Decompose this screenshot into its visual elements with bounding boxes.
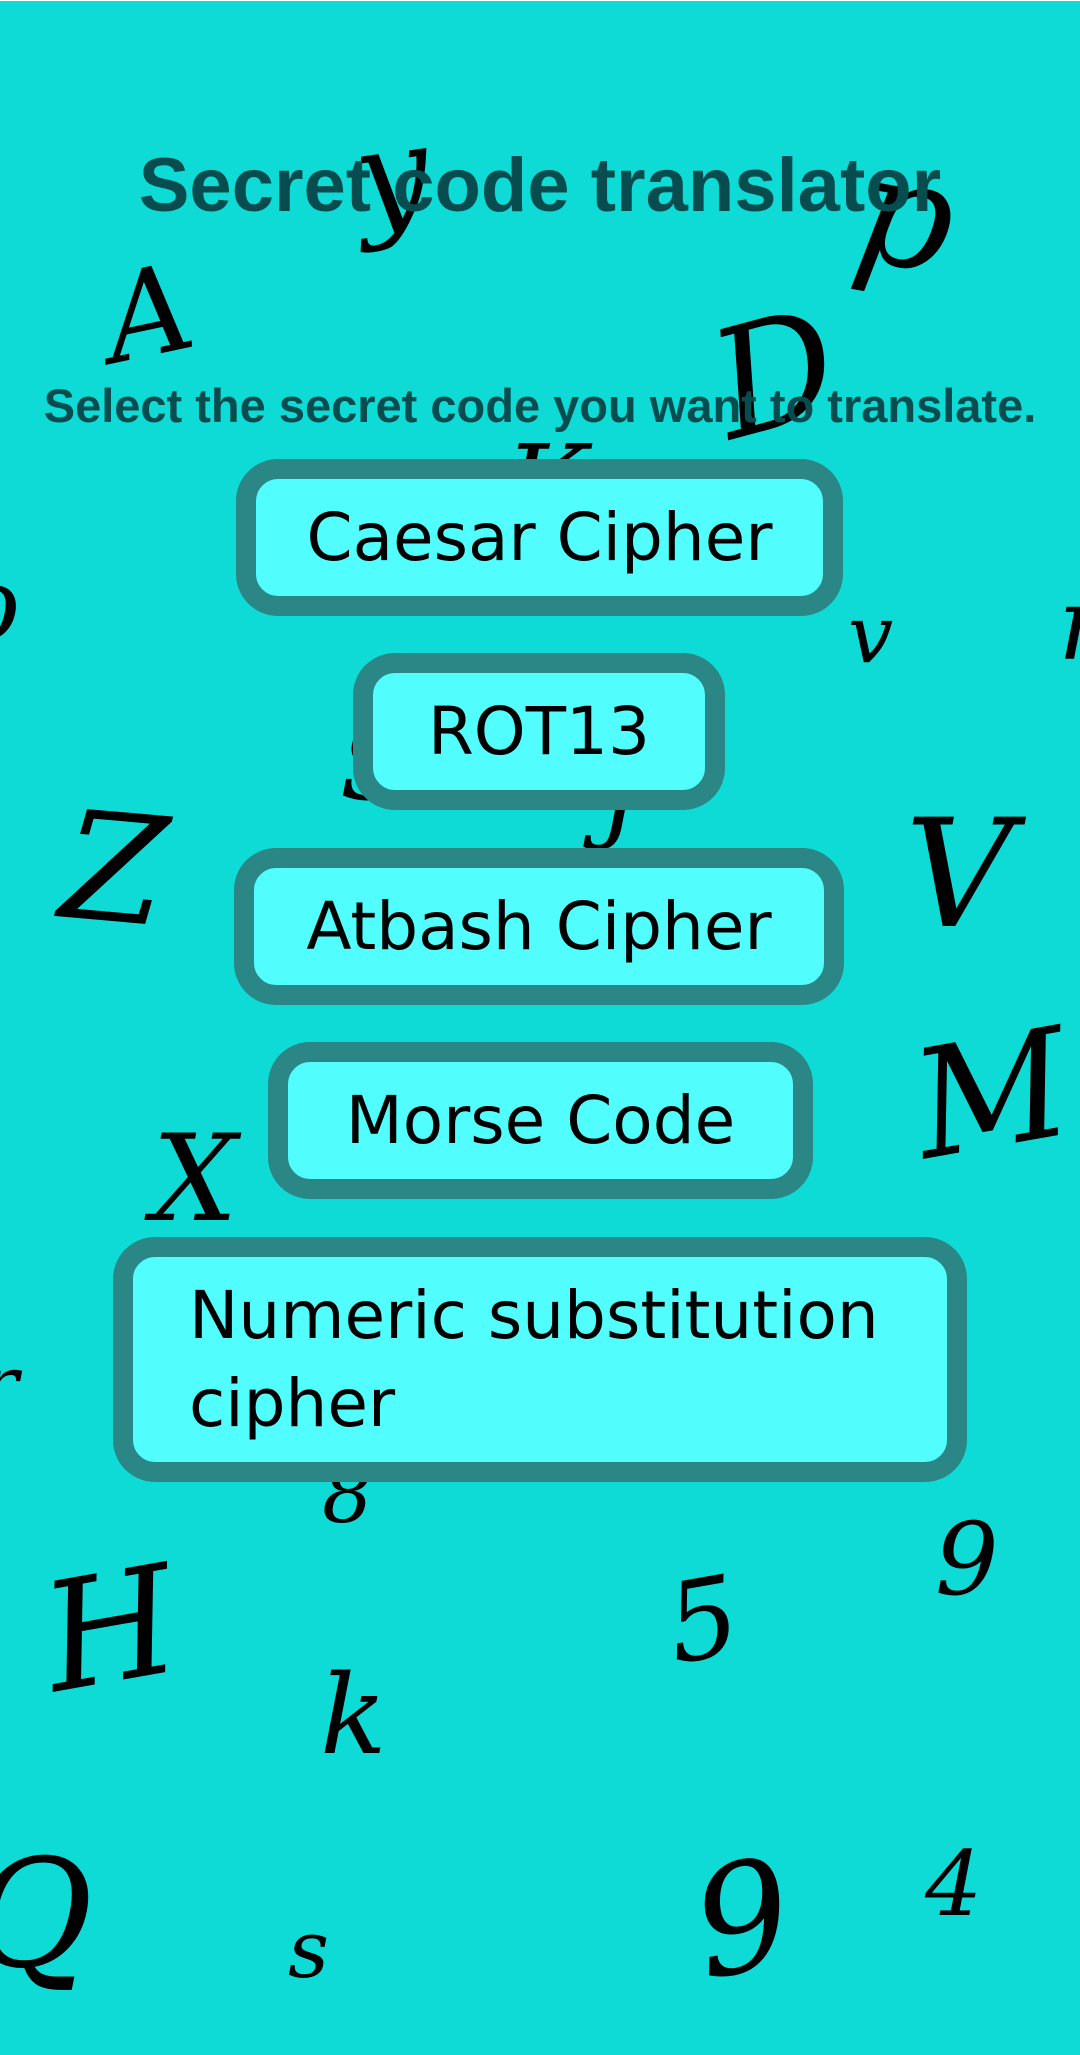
decorative-letter: v <box>848 588 894 681</box>
decorative-letter: Q <box>0 1840 93 1990</box>
status-bar-edge <box>0 0 1080 1</box>
numeric-substitution-cipher-button[interactable]: Numeric substitution cipher <box>113 1237 967 1482</box>
decorative-letter: 4 <box>925 1832 983 1937</box>
instruction-text: Select the secret code you want to trans… <box>43 379 1037 432</box>
decorative-letter: V <box>905 788 1014 962</box>
decorative-letter: k <box>320 1651 387 1779</box>
decorative-letter: A <box>91 237 206 392</box>
decorative-letter: D <box>694 275 856 475</box>
decorative-letter: M <box>901 995 1080 1195</box>
morse-code-button[interactable]: Morse Code <box>268 1042 813 1199</box>
page-title: Secret code translator <box>138 143 942 228</box>
decorative-letter: Z <box>54 778 174 962</box>
decorative-letter: X <box>152 1110 238 1249</box>
decorative-letter: 9 <box>935 1501 999 1618</box>
decorative-letter: r <box>1058 575 1080 675</box>
rot13-button[interactable]: ROT13 <box>353 653 725 810</box>
decorative-letter: r <box>0 1345 18 1425</box>
decorative-letter: H <box>30 1532 190 1728</box>
decorative-letter: 5 <box>657 1550 749 1690</box>
decorative-letter: 9 <box>680 1826 805 2014</box>
decorative-letter: s <box>288 1903 330 1996</box>
decorative-letter: o <box>0 555 20 655</box>
atbash-cipher-button[interactable]: Atbash Cipher <box>234 848 844 1005</box>
caesar-cipher-button[interactable]: Caesar Cipher <box>236 459 843 616</box>
